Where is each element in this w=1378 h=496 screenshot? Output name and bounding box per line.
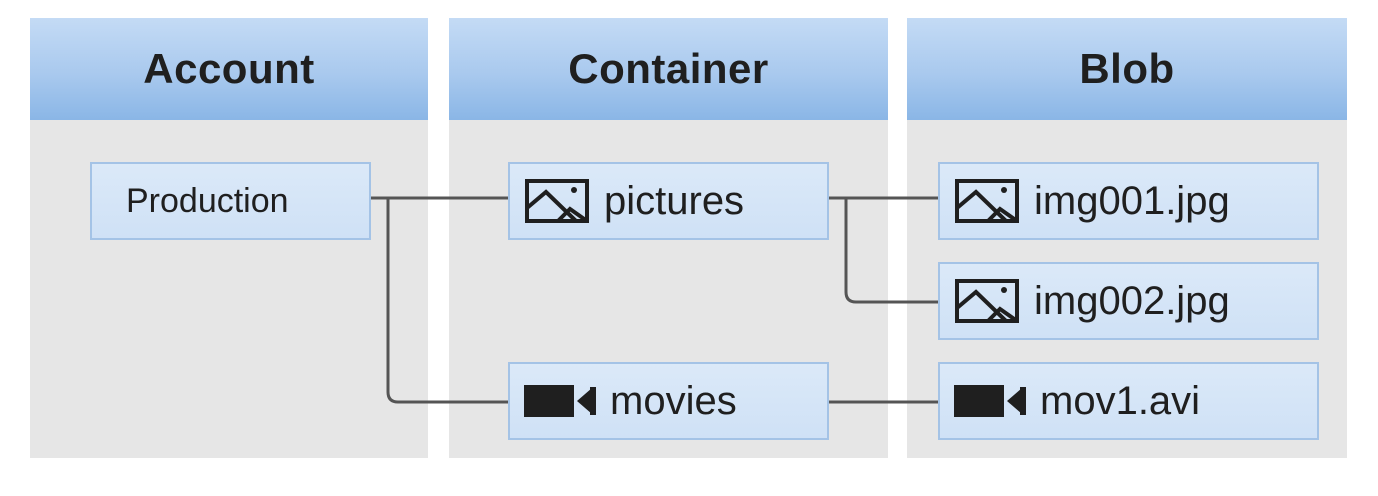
container-node-movies[interactable]: movies: [508, 362, 829, 440]
account-node-production[interactable]: Production: [90, 162, 371, 240]
account-column-header: Account: [30, 18, 428, 120]
container-node-pictures[interactable]: pictures: [508, 162, 829, 240]
container-column-header: Container: [449, 18, 888, 120]
blob-node-label: img002.jpg: [1034, 278, 1230, 323]
blob-node-label: img001.jpg: [1034, 178, 1230, 223]
video-camera-icon: [524, 385, 596, 417]
blob-column-title: Blob: [1079, 45, 1175, 92]
blob-node-mov1[interactable]: mov1.avi: [938, 362, 1319, 440]
connector-production-movies: [386, 198, 510, 404]
connector-pictures-img002: [844, 198, 940, 304]
image-icon: [955, 279, 1019, 323]
blob-node-img002[interactable]: img002.jpg: [938, 262, 1319, 340]
blob-node-label: mov1.avi: [1040, 378, 1201, 423]
video-camera-icon: [954, 385, 1026, 417]
blob-node-img001[interactable]: img001.jpg: [938, 162, 1319, 240]
blob-column-header: Blob: [907, 18, 1347, 120]
image-icon: [525, 179, 589, 223]
container-column-title: Container: [568, 45, 769, 92]
container-node-label: pictures: [604, 178, 745, 223]
account-column-title: Account: [143, 45, 315, 92]
account-node-label: Production: [126, 181, 289, 220]
container-node-label: movies: [610, 378, 737, 423]
image-icon: [955, 179, 1019, 223]
